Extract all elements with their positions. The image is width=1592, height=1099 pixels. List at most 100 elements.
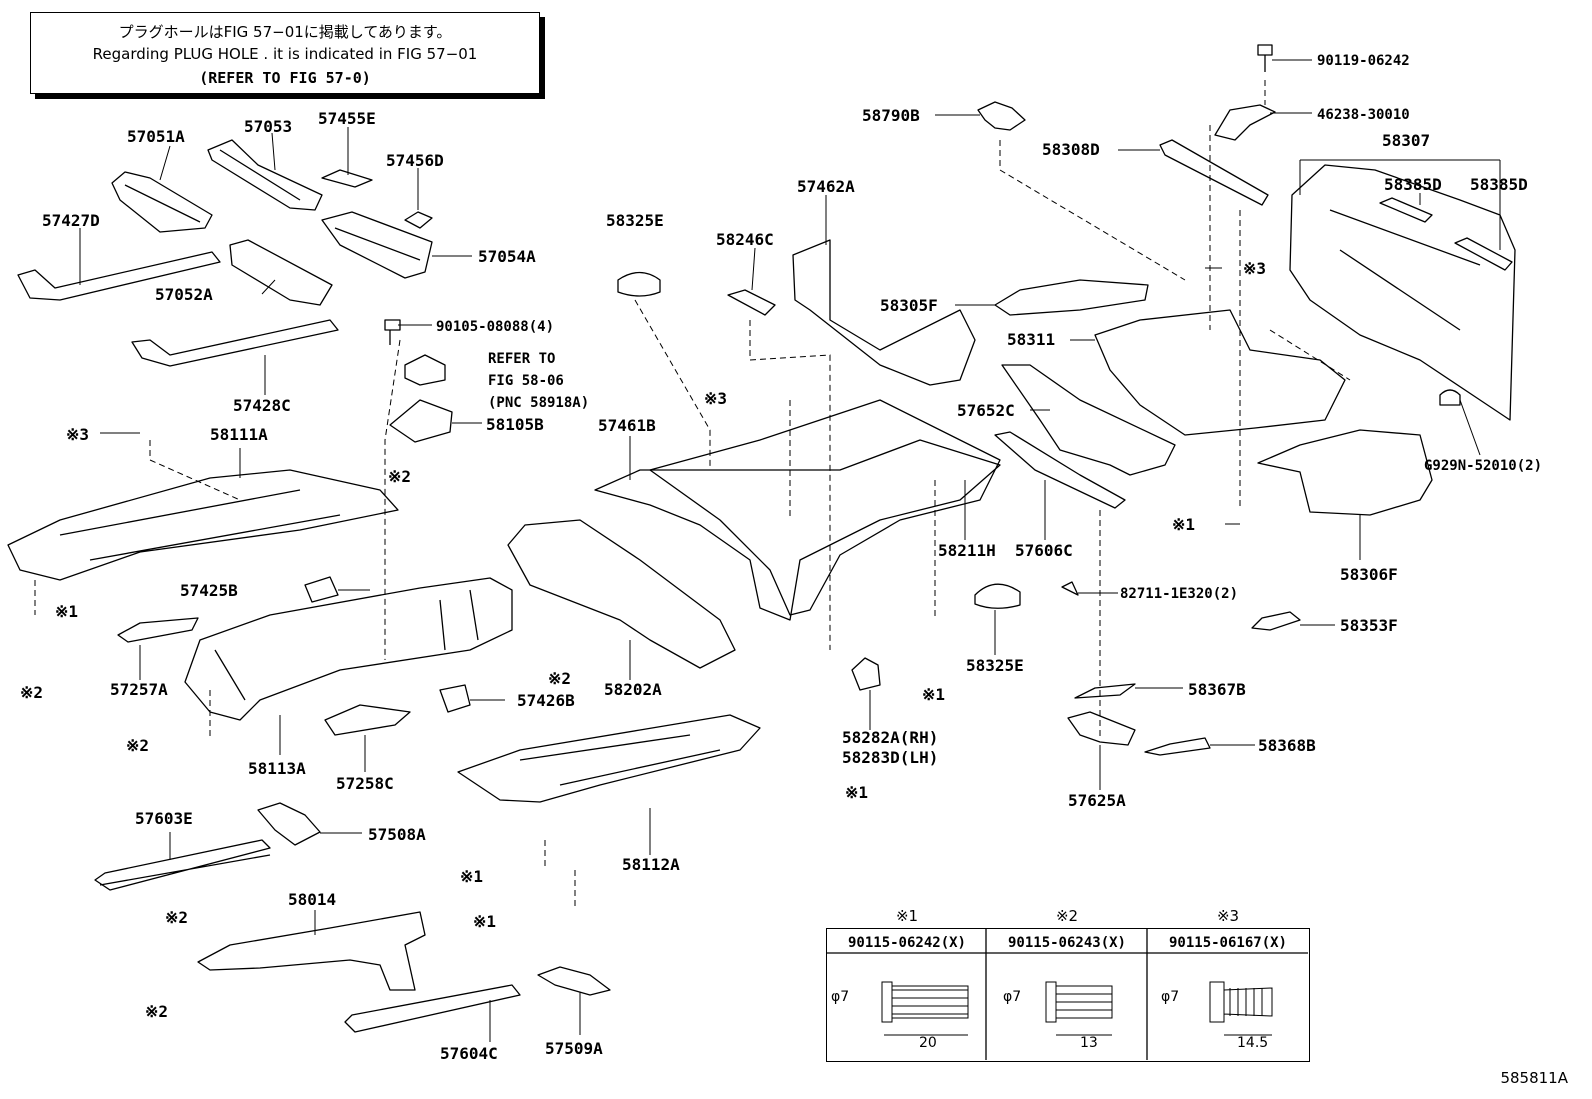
fastener-part-3[interactable]: 90115-06167(X) [1168, 935, 1287, 951]
label-57603e[interactable]: 57603E [135, 809, 193, 828]
label-82711[interactable]: 82711-1E320(2) [1120, 586, 1239, 602]
label-57052a[interactable]: 57052A [155, 285, 213, 304]
part-57462a [792, 239, 976, 386]
label-58385d-a[interactable]: 58385D [1384, 175, 1442, 194]
label-58105b[interactable]: 58105B [486, 415, 544, 434]
label-58112a[interactable]: 58112A [622, 855, 680, 874]
bolt-90119 [1257, 44, 1273, 72]
mark-2-e: ※2 [165, 908, 189, 927]
label-58308d[interactable]: 58308D [1042, 140, 1100, 159]
part-57509a [537, 966, 611, 996]
part-58367b [1074, 683, 1136, 699]
part-58790b [977, 101, 1026, 131]
label-57462a[interactable]: 57462A [797, 177, 855, 196]
part-58325e-top [617, 271, 661, 297]
part-57625a [1067, 711, 1136, 746]
label-58305f[interactable]: 58305F [880, 296, 938, 315]
label-58368b[interactable]: 58368B [1258, 736, 1316, 755]
label-46238[interactable]: 46238-30010 [1317, 107, 1410, 123]
fastener-length-3: 14.5 [1237, 1035, 1269, 1051]
label-58111a[interactable]: 58111A [210, 425, 268, 444]
label-58283d[interactable]: 58283D(LH) [842, 748, 939, 767]
mark-1-c: ※1 [473, 912, 497, 931]
label-57425b[interactable]: 57425B [180, 581, 238, 600]
fastener-length-2: 13 [1080, 1035, 1098, 1051]
part-58211h [649, 399, 1001, 616]
label-57606c[interactable]: 57606C [1015, 541, 1073, 560]
label-57455e[interactable]: 57455E [318, 109, 376, 128]
label-57258c[interactable]: 57258C [336, 774, 394, 793]
label-g929n[interactable]: G929N-52010(2) [1424, 458, 1543, 474]
part-58353f [1251, 611, 1301, 631]
part-57461b [594, 439, 1001, 621]
label-58307[interactable]: 58307 [1382, 131, 1431, 150]
refer-line-2: FIG 58-06 [488, 373, 564, 389]
fastener-length-1: 20 [919, 1035, 937, 1051]
label-58367b[interactable]: 58367B [1188, 680, 1246, 699]
fastener-header-1: ※1 [895, 907, 919, 925]
label-57456d[interactable]: 57456D [386, 151, 444, 170]
part-57456d [404, 211, 433, 229]
label-57051a[interactable]: 57051A [127, 127, 185, 146]
fastener-table: ※1 ※2 ※3 90115-06242(X) 90115-06243(X) 9… [826, 907, 1310, 1062]
label-57625a[interactable]: 57625A [1068, 791, 1126, 810]
mark-1-a: ※1 [55, 602, 79, 621]
dashed-lines [34, 80, 1351, 910]
mark-3-a: ※3 [66, 425, 90, 444]
part-57257a [117, 617, 199, 643]
label-57428c[interactable]: 57428C [233, 396, 291, 415]
figure-id: 585811A [1500, 1069, 1568, 1087]
label-57509a[interactable]: 57509A [545, 1039, 603, 1058]
part-57604c [344, 984, 521, 1033]
label-58325e-bottom[interactable]: 58325E [966, 656, 1024, 675]
label-58353f[interactable]: 58353F [1340, 616, 1398, 635]
part-58112a [457, 714, 761, 803]
label-58211h[interactable]: 58211H [938, 541, 996, 560]
label-57604c[interactable]: 57604C [440, 1044, 498, 1063]
label-58790b[interactable]: 58790B [862, 106, 920, 125]
mark-1-f: ※1 [1172, 515, 1196, 534]
label-57257a[interactable]: 57257A [110, 680, 168, 699]
fastener-header-3: ※3 [1216, 907, 1240, 925]
fastener-part-2[interactable]: 90115-06243(X) [1007, 935, 1126, 951]
label-58113a[interactable]: 58113A [248, 759, 306, 778]
leader-lines [79, 59, 1501, 1042]
bolt-90105 [384, 319, 401, 345]
label-57426b[interactable]: 57426B [517, 691, 575, 710]
label-57053[interactable]: 57053 [244, 117, 293, 136]
mark-2-b: ※2 [20, 683, 44, 702]
label-57652c[interactable]: 57652C [957, 401, 1015, 420]
label-58325e-top[interactable]: 58325E [606, 211, 664, 230]
part-58305f [994, 279, 1149, 316]
label-58311[interactable]: 58311 [1007, 330, 1056, 349]
part-58368b [1144, 737, 1211, 756]
label-57508a[interactable]: 57508A [368, 825, 426, 844]
fastener-diameter-1: φ7 [831, 989, 850, 1005]
part-57606c [994, 431, 1126, 509]
plug-hole-note: プラグホールはFIG 57−01に掲載してあります。 Regarding PLU… [30, 12, 540, 94]
part-57427d [17, 251, 221, 301]
label-58306f[interactable]: 58306F [1340, 565, 1398, 584]
label-58014[interactable]: 58014 [288, 890, 337, 909]
part-57054a [321, 211, 433, 279]
label-57427d[interactable]: 57427D [42, 211, 100, 230]
part-57051a [111, 171, 213, 233]
label-57461b[interactable]: 57461B [598, 416, 656, 435]
part-58311 [1094, 309, 1346, 436]
mark-2-c: ※2 [548, 669, 572, 688]
label-90105[interactable]: 90105-08088(4) [436, 319, 555, 335]
part-g929n-plug [1439, 389, 1461, 406]
label-90119[interactable]: 90119-06242 [1317, 53, 1410, 69]
label-58282a[interactable]: 58282A(RH) [842, 728, 939, 747]
fastener-diameter-3: φ7 [1161, 989, 1180, 1005]
label-58246c[interactable]: 58246C [716, 230, 774, 249]
note-japanese: プラグホールはFIG 57−01に掲載してあります。 [118, 23, 452, 41]
note-english: Regarding PLUG HOLE . it is indicated in… [92, 45, 478, 63]
fastener-part-1[interactable]: 90115-06242(X) [847, 935, 966, 951]
label-57054a[interactable]: 57054A [478, 247, 536, 266]
label-58202a[interactable]: 58202A [604, 680, 662, 699]
part-82711-clip [1061, 581, 1079, 596]
mark-1-d: ※1 [845, 783, 869, 802]
label-58385d-b[interactable]: 58385D [1470, 175, 1528, 194]
